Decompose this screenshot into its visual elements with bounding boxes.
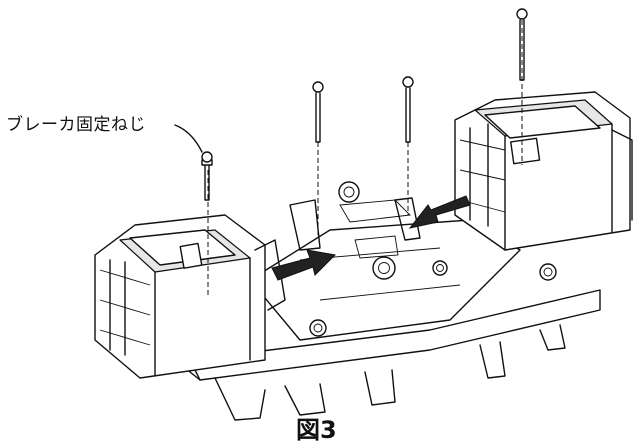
right-breaker (454, 20, 633, 251)
center-mounting-plate (249, 181, 557, 341)
arrow-left-icon (408, 195, 471, 229)
insertion-arrows (271, 195, 471, 281)
left-breaker (94, 170, 286, 379)
label-leader-line (174, 124, 203, 153)
figure-caption: 図3 (296, 416, 337, 444)
base-frame (149, 289, 601, 421)
arrow-right-icon (271, 249, 337, 281)
screw-label: ブレーカ固定ねじ (6, 115, 146, 135)
breaker-fixing-screws (201, 8, 528, 235)
